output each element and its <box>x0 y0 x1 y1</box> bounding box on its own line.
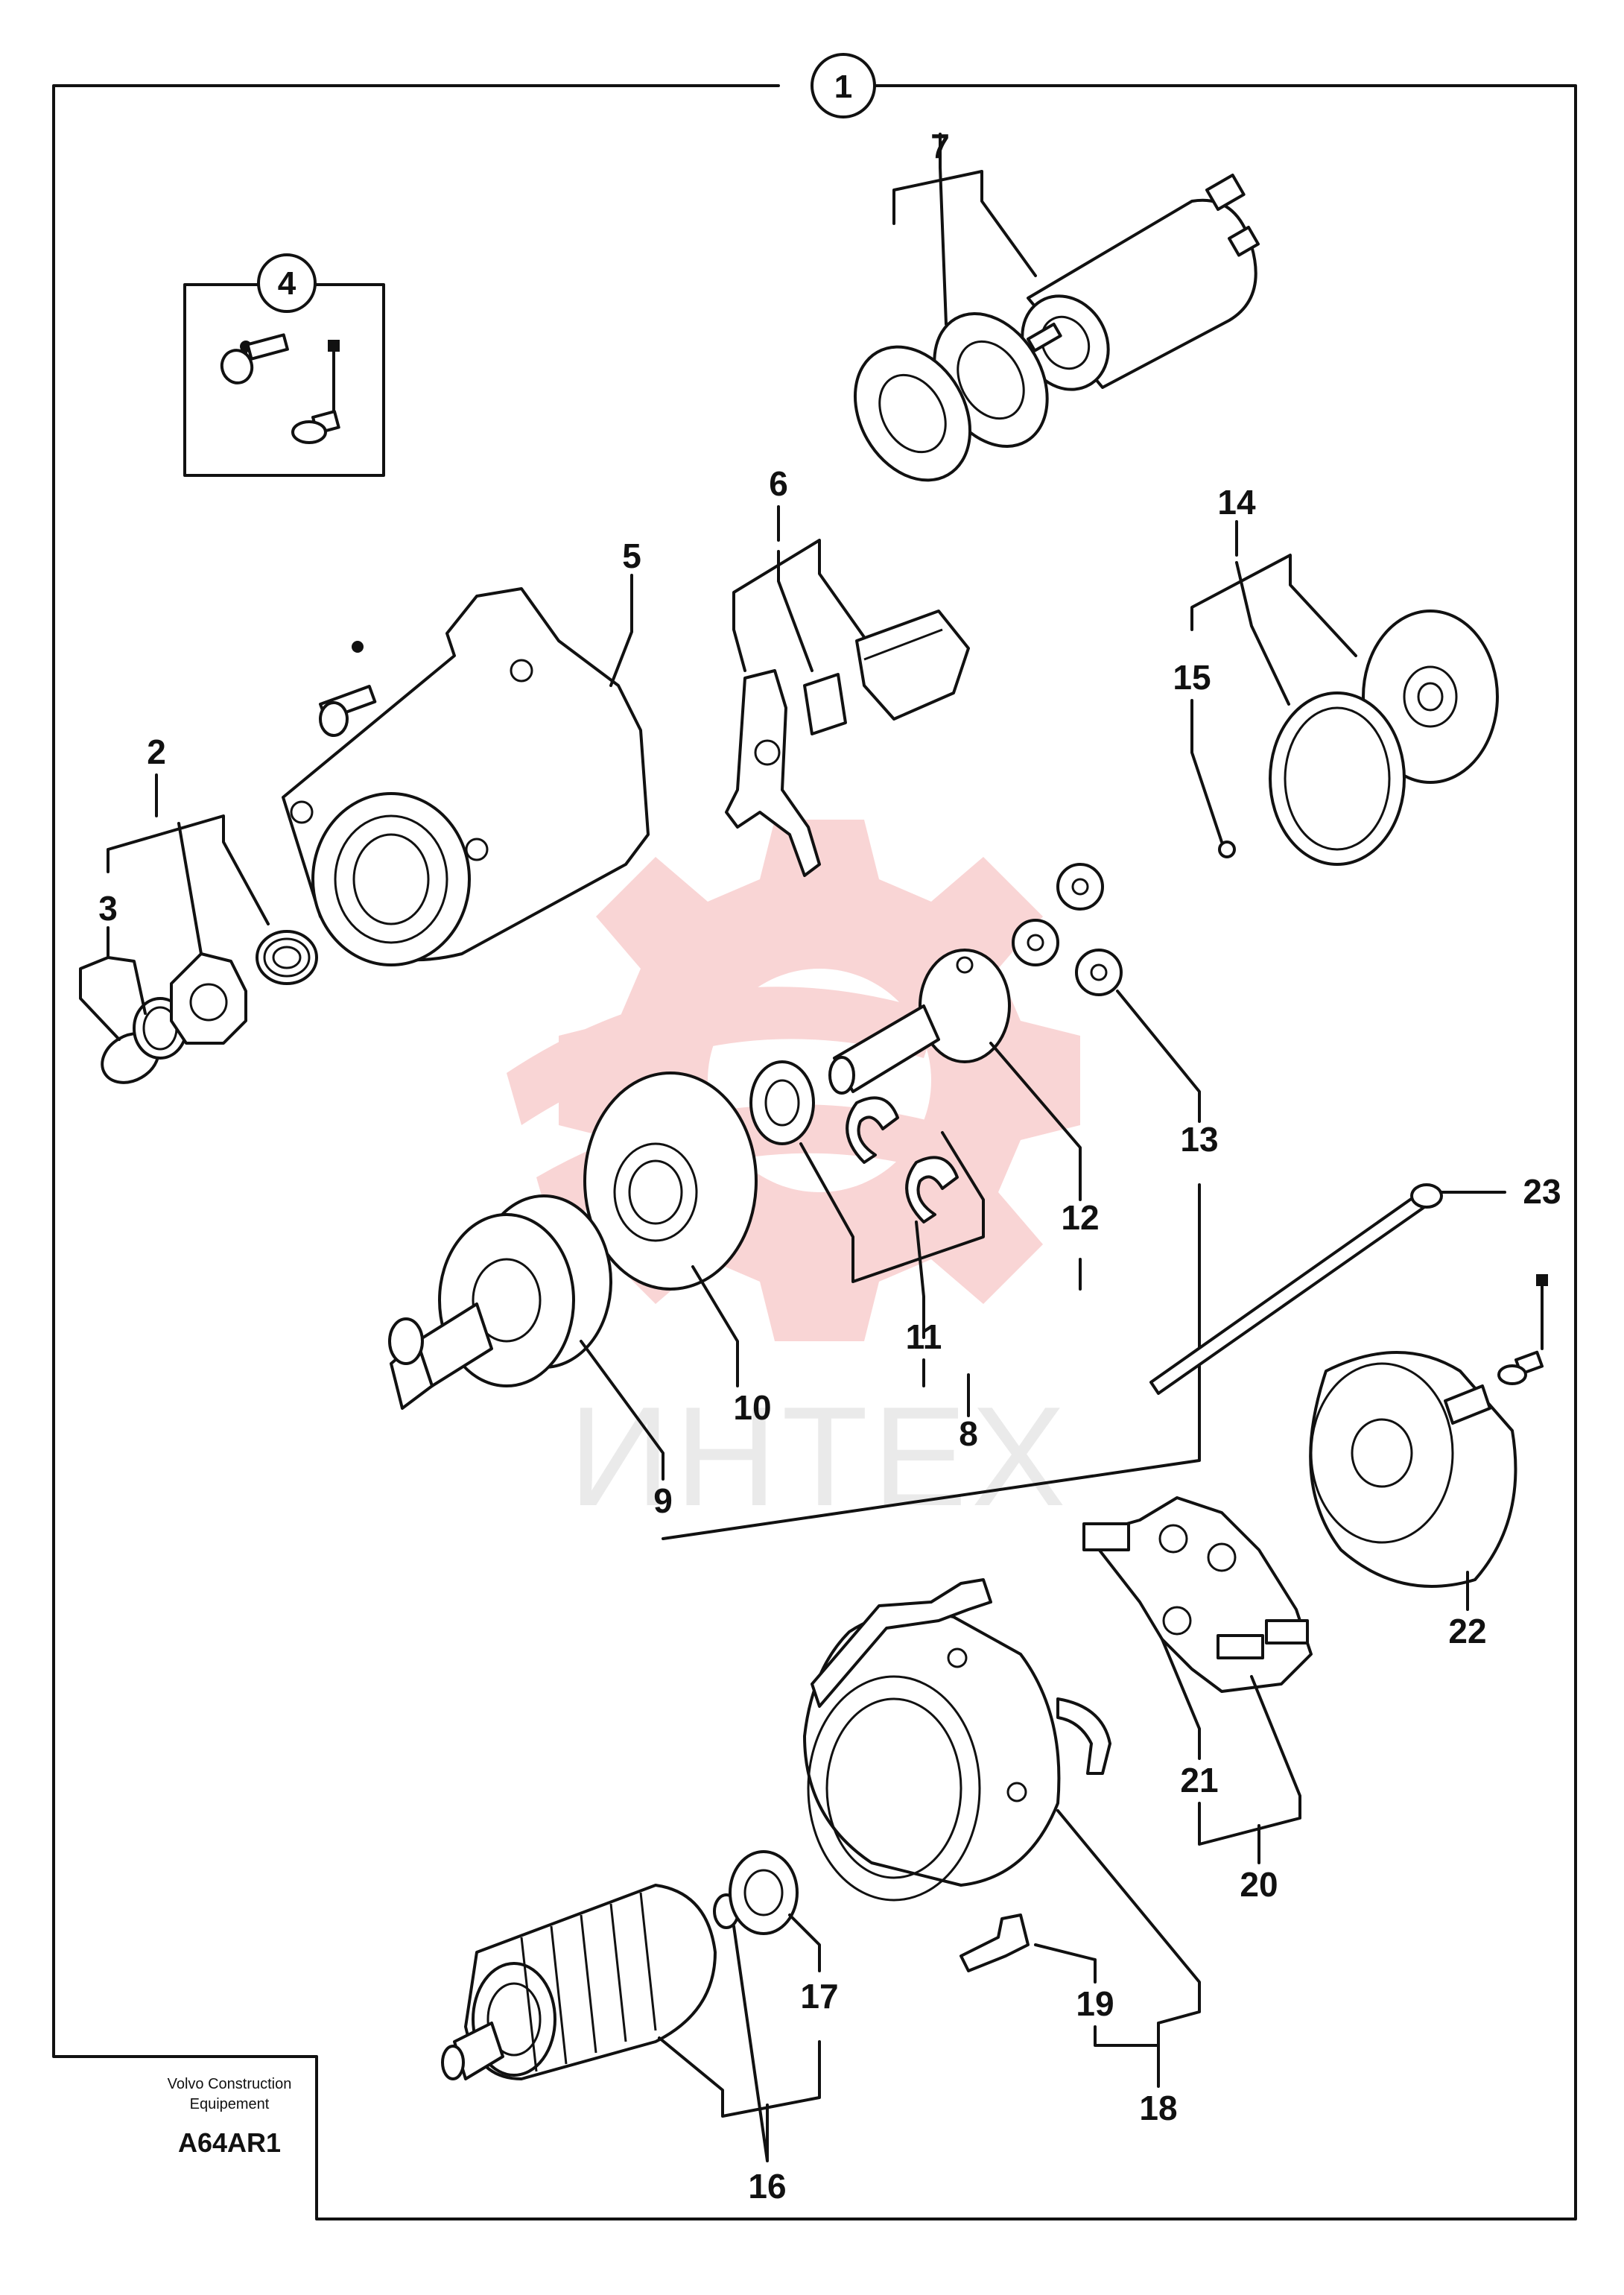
part-11-washer <box>749 1060 815 1145</box>
caption-line2: Equipement <box>190 2096 270 2112</box>
part-19-brush-spring <box>960 1913 1030 1972</box>
part-12-planet-carrier <box>828 949 1011 1095</box>
callout-19: 19 <box>1076 1984 1114 2023</box>
leader-12 <box>989 1042 1082 1201</box>
callout-6: 6 <box>769 464 788 503</box>
part-11-clip-a <box>846 1096 899 1164</box>
callout-18: 18 <box>1139 2089 1177 2127</box>
leader-16 <box>658 1925 821 2162</box>
watermark-text: ИНТЕХ <box>568 1378 1070 1536</box>
sub-kit-frame <box>183 283 385 477</box>
sub-kit-label: 4 <box>278 265 296 302</box>
leader-9 <box>580 1340 664 1481</box>
callout-11: 11 <box>906 1317 942 1356</box>
callout-5: 5 <box>622 536 641 575</box>
part-15-ball <box>1218 841 1236 858</box>
leader-11 <box>799 1131 985 1339</box>
part-6-shift-lever <box>725 669 821 877</box>
callout-16: 16 <box>748 2167 786 2206</box>
callout-17: 17 <box>800 1977 838 2016</box>
leader-7 <box>892 133 1037 326</box>
leader-14 <box>1190 520 1357 706</box>
leader-15 <box>1190 699 1223 843</box>
part-22-screw <box>1497 1274 1548 1385</box>
part-10-internal-gear <box>583 1071 758 1291</box>
leader-10 <box>691 1265 739 1387</box>
leader-5 <box>609 574 633 687</box>
part-14-seal-ring <box>1269 691 1406 866</box>
kit-label: 1 <box>834 69 852 105</box>
leader-21 <box>1161 1638 1201 1760</box>
leader-13 <box>1116 990 1201 1123</box>
leader-18 <box>1056 1809 1201 2088</box>
part-18-yoke <box>803 1578 1111 1902</box>
callout-2: 2 <box>147 732 166 771</box>
callout-22: 22 <box>1448 1612 1486 1650</box>
part-9-clutch-shaft <box>388 1194 612 1410</box>
part-13-planet-gears <box>1012 863 1123 996</box>
callout-20: 20 <box>1240 1865 1278 1904</box>
part-20-brush-holder <box>1082 1496 1313 1693</box>
part-5-drive-housing <box>282 587 650 966</box>
callout-21: 21 <box>1180 1761 1218 1799</box>
callout-12: 12 <box>1061 1198 1099 1237</box>
leader-2 <box>107 773 270 955</box>
kit-circle <box>811 53 876 118</box>
callout-9: 9 <box>653 1481 673 1520</box>
leader-19 <box>1034 1943 1097 1984</box>
callout-15: 15 <box>1173 658 1211 697</box>
sub-kit-flange-bolt <box>291 340 340 444</box>
part-16-armature <box>441 1884 717 2080</box>
part-23-through-bolt <box>1149 1183 1443 1395</box>
leader-3 <box>79 926 147 1041</box>
part-6-block <box>855 610 970 721</box>
callout-10: 10 <box>733 1388 771 1427</box>
leader-8 <box>662 1183 1201 1540</box>
caption-block: Volvo Construction Equipement A64AR1 <box>168 2076 292 2158</box>
callout-13: 13 <box>1180 1120 1218 1159</box>
callout-7: 7 <box>930 127 950 165</box>
part-6-pad <box>803 673 847 735</box>
leader-17 <box>788 1913 821 1972</box>
callout-8: 8 <box>959 1414 978 1453</box>
sub-kit-circle <box>257 253 317 313</box>
callout-14: 14 <box>1217 483 1256 522</box>
caption-line1: Volvo Construction <box>168 2076 292 2092</box>
callout-3: 3 <box>98 889 118 928</box>
part-11-clip-b <box>905 1156 959 1224</box>
callout-23: 23 <box>1523 1172 1561 1211</box>
part-22-rear-cover <box>1309 1351 1517 1588</box>
part-2-spring <box>256 930 318 985</box>
sub-kit-bolt <box>220 333 289 384</box>
leader-20 <box>1198 1675 1301 1864</box>
part-7-gasket-b <box>853 345 972 482</box>
leader-6 <box>732 505 866 672</box>
part-2-pinion <box>170 952 247 1045</box>
caption-code: A64AR1 <box>178 2127 281 2158</box>
part-7-solenoid <box>1021 174 1260 391</box>
kit-frame <box>52 84 1577 2220</box>
part-17-bearing <box>729 1850 799 1935</box>
